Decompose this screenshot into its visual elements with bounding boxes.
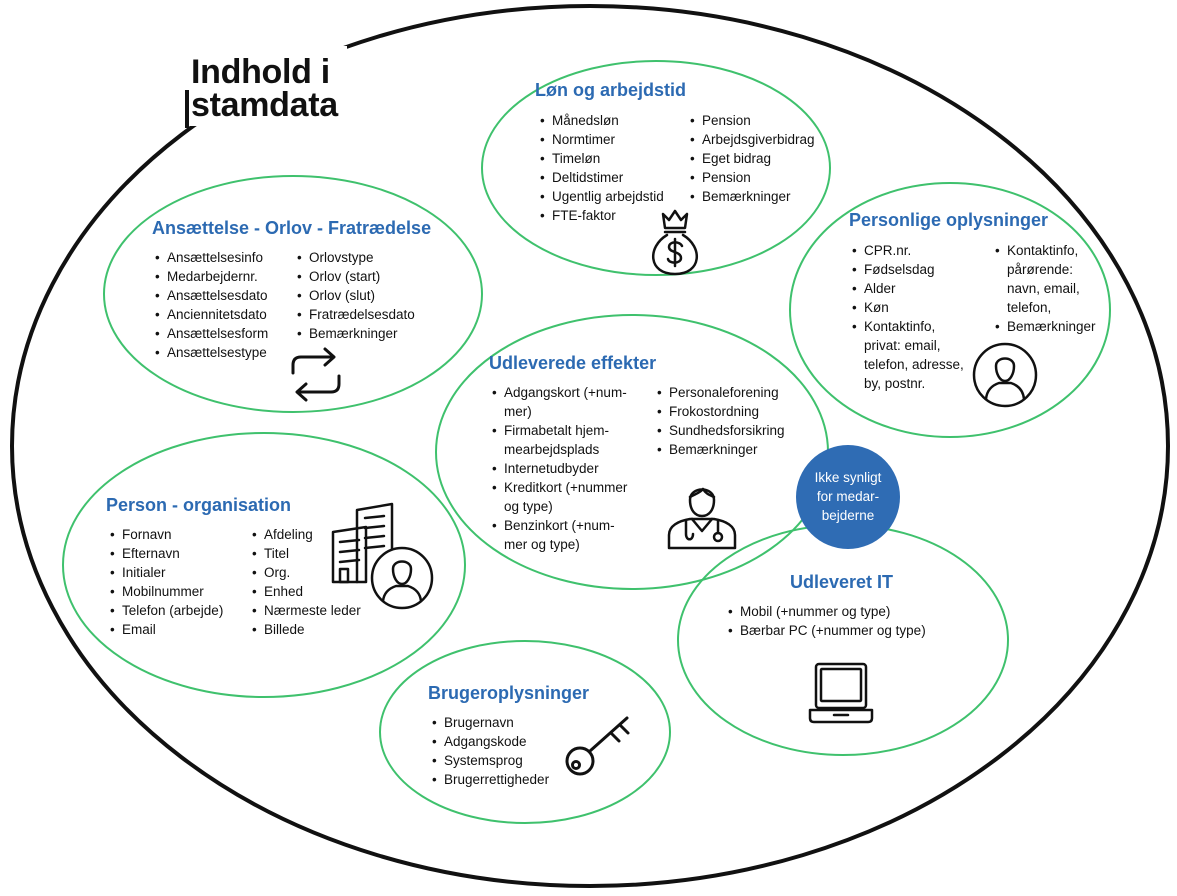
list-item: Orlov (start) <box>297 267 415 286</box>
list-item: Ansættelsesdato <box>155 286 268 305</box>
list-item: Pension <box>690 168 815 187</box>
list-item: CPR.nr. <box>852 241 964 260</box>
list-item: Afdeling <box>252 525 361 544</box>
list-item: Orlovstype <box>297 248 415 267</box>
list-item: Org. <box>252 563 361 582</box>
laptop-icon <box>808 662 874 724</box>
list-item: Adgangskort (+num- mer) <box>492 383 627 421</box>
doctor-icon <box>667 487 737 550</box>
brugeroplysninger-list: Brugernavn Adgangskode Systemsprog Bruge… <box>432 713 549 789</box>
person-organisation-list-left: Fornavn Efternavn Initialer Mobilnummer … <box>110 525 223 639</box>
list-item: Fornavn <box>110 525 223 544</box>
not-visible-notice-text: Ikke synligt for medar- bejderne <box>814 470 882 523</box>
list-item: Sundhedsforsikring <box>657 421 785 440</box>
udleveret-it-list: Mobil (+nummer og type) Bærbar PC (+numm… <box>728 602 926 640</box>
list-item: Brugerrettigheder <box>432 770 549 789</box>
person-organisation-list-right: Afdeling Titel Org. Enhed Nærmeste leder… <box>252 525 361 639</box>
list-item: Arbejdsgiverbidrag <box>690 130 815 149</box>
list-item: Normtimer <box>540 130 664 149</box>
title-backdrop <box>189 46 347 126</box>
brugeroplysninger-ellipse <box>379 640 671 824</box>
list-item: Telefon (arbejde) <box>110 601 223 620</box>
section-heading-udleveret-it: Udleveret IT <box>790 572 894 592</box>
section-heading-ansaettelse-orlov-fratraedelse: Ansættelse - Orlov - Fratrædelse <box>152 218 432 238</box>
list-item: Bemærkninger <box>657 440 785 459</box>
list-item: Internetudbyder <box>492 459 627 478</box>
list-item: Alder <box>852 279 964 298</box>
list-item: Systemsprog <box>432 751 549 770</box>
ansaettelse-list-right: Orlovstype Orlov (start) Orlov (slut) Fr… <box>297 248 415 343</box>
list-item: Benzinkort (+num- mer og type) <box>492 516 627 554</box>
not-visible-notice-circle <box>796 445 900 549</box>
list-item: Kontaktinfo, pårørende: navn, email, tel… <box>995 241 1096 317</box>
key-icon <box>565 716 630 776</box>
list-item: Efternavn <box>110 544 223 563</box>
loen-og-arbejdstid-list-right: Pension Arbejdsgiverbidrag Eget bidrag P… <box>690 111 815 206</box>
list-item: FTE-faktor <box>540 206 664 225</box>
personlige-oplysninger-ellipse <box>789 182 1111 438</box>
udleverede-effekter-list-right: Personaleforening Frokostordning Sundhed… <box>657 383 785 459</box>
list-item: Timeløn <box>540 149 664 168</box>
list-item: Billede <box>252 620 361 639</box>
page-title: Indhold i stamdata <box>191 53 338 124</box>
list-item: Enhed <box>252 582 361 601</box>
section-heading-personlige-oplysninger: Personlige oplysninger <box>849 210 1049 230</box>
list-item: Frokostordning <box>657 402 785 421</box>
list-item: Firmabetalt hjem- mearbejdsplads <box>492 421 627 459</box>
list-item: Bemærkninger <box>995 317 1096 336</box>
list-item: Brugernavn <box>432 713 549 732</box>
loen-og-arbejdstid-ellipse <box>481 60 831 276</box>
person-organisation-ellipse <box>62 432 466 698</box>
list-item: Månedsløn <box>540 111 664 130</box>
section-heading-udleverede-effekter: Udleverede effekter <box>489 353 657 373</box>
udleveret-it-ellipse <box>677 524 1009 756</box>
list-item: Bemærkninger <box>690 187 815 206</box>
ansaettelse-list-left: Ansættelsesinfo Medarbejdernr. Ansættels… <box>155 248 268 362</box>
list-item: Fødselsdag <box>852 260 964 279</box>
list-item: Køn <box>852 298 964 317</box>
list-item: Adgangskode <box>432 732 549 751</box>
personlige-oplysninger-list-right: Kontaktinfo, pårørende: navn, email, tel… <box>995 241 1096 336</box>
stamdata-outer-ellipse <box>10 4 1170 888</box>
list-item: Titel <box>252 544 361 563</box>
list-item: Deltidstimer <box>540 168 664 187</box>
list-item: Mobil (+nummer og type) <box>728 602 926 621</box>
loen-og-arbejdstid-list-left: Månedsløn Normtimer Timeløn Deltidstimer… <box>540 111 664 225</box>
list-item: Anciennitetsdato <box>155 305 268 324</box>
list-item: Medarbejdernr. <box>155 267 268 286</box>
list-item: Orlov (slut) <box>297 286 415 305</box>
list-item: Ugentlig arbejdstid <box>540 187 664 206</box>
section-heading-person-organisation: Person - organisation <box>106 495 292 515</box>
exchange-arrows-icon <box>291 347 341 402</box>
section-heading-brugeroplysninger: Brugeroplysninger <box>428 683 590 703</box>
list-item: Fratrædelsesdato <box>297 305 415 324</box>
udleverede-effekter-list-left: Adgangskort (+num- mer) Firmabetalt hjem… <box>492 383 627 554</box>
person-icon <box>972 342 1038 408</box>
money-bag-icon <box>651 209 699 276</box>
list-item: Personaleforening <box>657 383 785 402</box>
list-item: Initialer <box>110 563 223 582</box>
list-item: Ansættelsestype <box>155 343 268 362</box>
list-item: Kontaktinfo, privat: email, telefon, adr… <box>852 317 964 393</box>
list-item: Bærbar PC (+nummer og type) <box>728 621 926 640</box>
list-item: Ansættelsesform <box>155 324 268 343</box>
list-item: Kreditkort (+nummer og type) <box>492 478 627 516</box>
list-item: Pension <box>690 111 815 130</box>
personlige-oplysninger-list-left: CPR.nr. Fødselsdag Alder Køn Kontaktinfo… <box>852 241 964 393</box>
list-item: Mobilnummer <box>110 582 223 601</box>
list-item: Nærmeste leder <box>252 601 361 620</box>
list-item: Eget bidrag <box>690 149 815 168</box>
ansaettelse-orlov-fratraedelse-ellipse <box>103 175 483 413</box>
section-heading-loen-og-arbejdstid: Løn og arbejdstid <box>535 80 686 100</box>
list-item: Email <box>110 620 223 639</box>
list-item: Bemærkninger <box>297 324 415 343</box>
list-item: Ansættelsesinfo <box>155 248 268 267</box>
